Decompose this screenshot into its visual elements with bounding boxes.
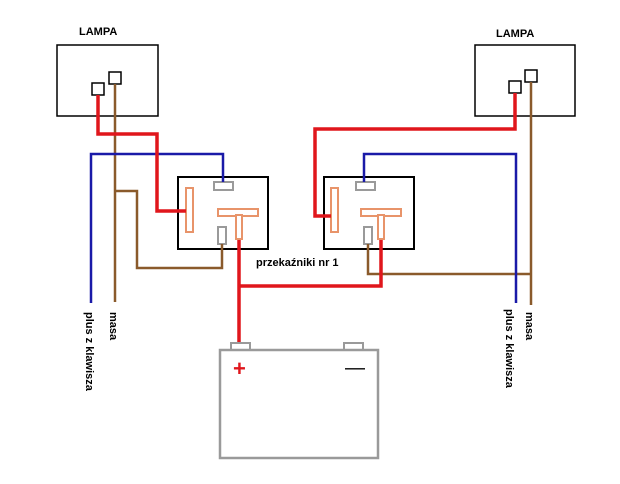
relay-left-coil <box>185 187 194 233</box>
wires-ground <box>113 82 533 305</box>
relay-right-coil <box>330 187 339 233</box>
relay-right <box>323 176 415 250</box>
relay-left-pin-bottom <box>217 226 227 245</box>
lamp-left: LAMPA <box>56 26 159 117</box>
lamp-right-terminal-ground <box>524 69 538 83</box>
relay-right-pin-bottom <box>363 226 373 245</box>
battery-body <box>218 348 380 460</box>
lamp-right-terminal-plus <box>508 80 522 94</box>
wire-power-left-lamp <box>96 95 186 213</box>
lamp-right-label: LAMPA <box>496 28 534 40</box>
masa-label-right: masa <box>523 312 535 341</box>
wire-ground-left-relay <box>115 189 224 270</box>
relay-right-pin-top <box>355 181 376 191</box>
wire-control-right <box>362 152 518 303</box>
lamp-left-label: LAMPA <box>79 26 117 38</box>
battery-minus-sign: — <box>345 357 365 379</box>
plus-label-left: plus z klawisza <box>83 312 95 392</box>
wire-power-bus-right <box>239 240 383 288</box>
relay-right-contact-stem <box>377 214 385 240</box>
lamp-right: LAMPA <box>474 28 576 117</box>
battery: + — <box>218 342 380 460</box>
plus-label-right: plus z klawisza <box>503 309 515 389</box>
battery-plus-sign: + <box>233 356 246 381</box>
wires-power <box>96 93 517 343</box>
masa-label-left: masa <box>107 312 119 341</box>
wires-control <box>89 152 518 303</box>
relay-left-contact-stem <box>235 214 243 240</box>
wire-ground-right-relay <box>366 244 531 276</box>
wire-power-right-lamp <box>313 93 517 218</box>
relays-label: przekaźniki nr 1 <box>256 257 339 269</box>
lamp-left-terminal-plus <box>91 82 105 96</box>
relay-left-pin-top <box>213 181 234 191</box>
relay-left <box>177 176 269 250</box>
lamp-left-terminal-ground <box>108 71 122 85</box>
lamp-left-body <box>56 44 159 117</box>
